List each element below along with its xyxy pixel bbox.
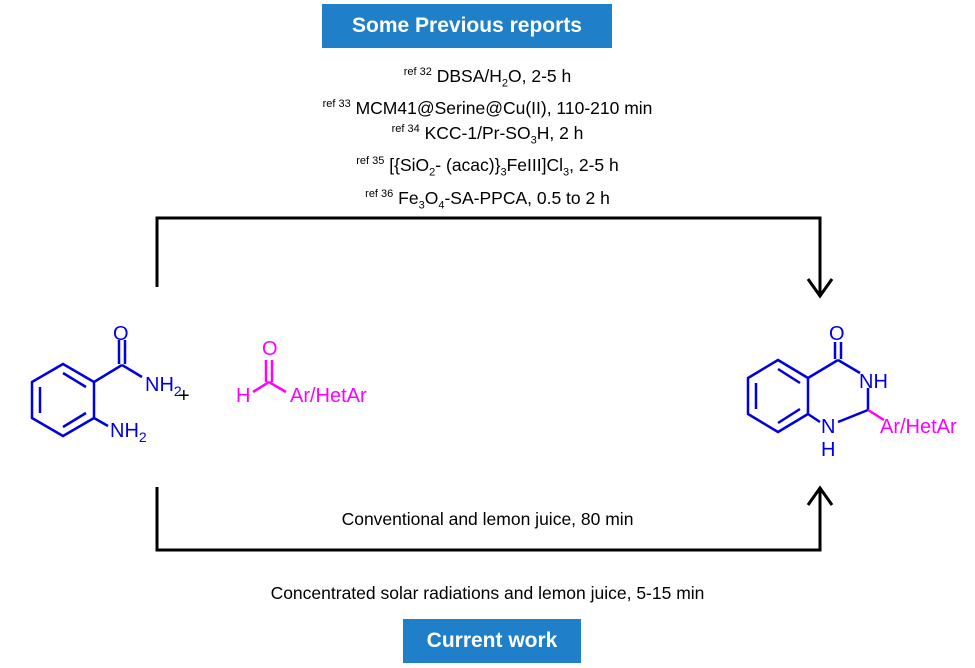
previous-report-line: ref 34 KCC-1/Pr-SO3H, 2 h bbox=[391, 122, 584, 147]
previous-reports-banner: Some Previous reports bbox=[322, 4, 612, 48]
reference-number: ref 35 bbox=[356, 155, 385, 168]
product-n: N bbox=[821, 416, 835, 438]
bottom-route-arrow bbox=[155, 485, 834, 552]
reference-number: ref 34 bbox=[391, 123, 420, 136]
previous-report-line: ref 32 DBSA/H2O, 2-5 h bbox=[403, 65, 572, 90]
product-dihydroquinazolinone bbox=[746, 342, 870, 434]
reactant1-amine-nh2: NH2 bbox=[110, 420, 147, 445]
product-nh-top: NH bbox=[859, 371, 888, 393]
product-carbonyl-o: O bbox=[829, 323, 845, 345]
previous-report-line: ref 33 MCM41@Serine@Cu(II), 110-210 min bbox=[322, 98, 653, 119]
product-substituent: Ar/HetAr bbox=[880, 416, 957, 438]
product-h: H bbox=[821, 439, 835, 461]
reactant2-carbonyl-o: O bbox=[262, 338, 278, 360]
reference-number: ref 36 bbox=[365, 187, 394, 200]
reactant2-substituent: Ar/HetAr bbox=[290, 385, 367, 407]
plus-sign: + bbox=[178, 385, 190, 407]
top-route-arrow bbox=[155, 216, 834, 299]
reference-number: ref 32 bbox=[403, 66, 432, 78]
reactant2-h: H bbox=[236, 385, 250, 407]
previous-report-line: ref 35 [{SiO2- (acac)}3FeIII]Cl3, 2-5 h bbox=[356, 155, 619, 179]
solar-condition-label: Concentrated solar radiations and lemon … bbox=[270, 583, 705, 603]
previous-report-line: ref 36 Fe3O4-SA-PPCA, 0.5 to 2 h bbox=[365, 187, 610, 212]
conventional-condition-label: Conventional and lemon juice, 80 min bbox=[341, 509, 634, 529]
reactant-aldehyde bbox=[252, 360, 287, 394]
reactant1-carbonyl-o: O bbox=[113, 323, 129, 345]
reference-number: ref 33 bbox=[322, 98, 351, 111]
reactant-2-aminobenzamide bbox=[30, 340, 143, 438]
current-work-banner: Current work bbox=[403, 619, 581, 663]
reactant1-amide-nh2: NH2 bbox=[145, 374, 182, 399]
previous-reports-list: ref 32 DBSA/H2O, 2-5 h ref 33 MCM41@Serin… bbox=[0, 62, 975, 216]
